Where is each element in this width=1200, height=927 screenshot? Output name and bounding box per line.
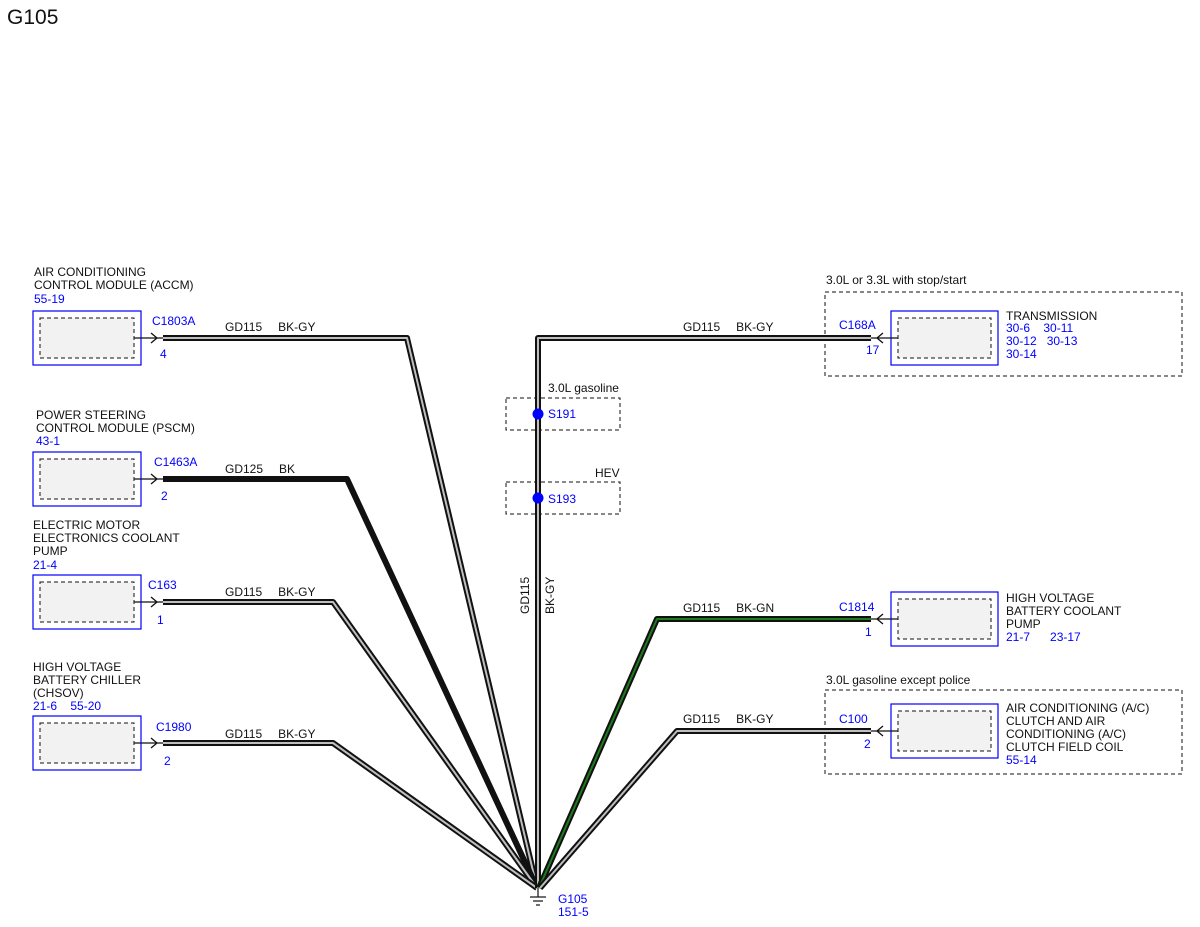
wire-accm — [163, 335, 540, 889]
transmission-pin: 17 — [866, 343, 880, 357]
emecp-ref: 21-4 — [33, 558, 58, 572]
wire-trunk-transmission — [535, 335, 871, 888]
accm-wire-color: BK-GY — [278, 320, 316, 334]
splice-s191-dot — [532, 408, 544, 420]
emecp-component-box — [32, 574, 163, 630]
chsov-pin: 2 — [164, 754, 171, 768]
pscm-wire-label: GD125 BK — [225, 462, 295, 476]
emecp-label: ELECTRIC MOTOR ELECTRONICS COOLANT PUMP — [33, 518, 180, 558]
hvbcp-label: HIGH VOLTAGE BATTERY COOLANT PUMP — [1006, 591, 1122, 631]
chsov-wire-circuit: GD115 — [225, 727, 263, 741]
pscm-connector: C1463A — [154, 455, 198, 469]
transmission-label: TRANSMISSION — [1006, 309, 1098, 323]
hvbcp-ref: 21-7 23-17 — [1006, 630, 1081, 644]
ground-icon — [530, 888, 546, 906]
pscm-label: POWER STEERING CONTROL MODULE (PSCM) — [36, 408, 195, 435]
wire-hvbcp — [536, 616, 871, 890]
s191-condition: 3.0L gasoline — [548, 381, 619, 395]
ac-clutch-wire-label: GD115 BK-GY — [683, 712, 773, 726]
emecp-wire-color: BK-GY — [278, 585, 316, 599]
ac-clutch-wire-circuit: GD115 — [683, 712, 721, 726]
transmission-ref: 30-6 30-11 30-12 30-13 30-14 — [1006, 321, 1078, 361]
transmission-wire-color: BK-GY — [736, 320, 774, 334]
emecp-wire-label: GD115 BK-GY — [225, 585, 315, 599]
ac-clutch-ref: 55-14 — [1006, 753, 1037, 767]
chsov-ref: 21-6 55-20 — [33, 699, 102, 713]
wire-ac-clutch — [537, 728, 871, 890]
transmission-wire-label: GD115 BK-GY — [683, 320, 773, 334]
s193-option-box — [505, 481, 621, 515]
pscm-component-box — [32, 451, 163, 507]
accm-ref: 55-19 — [34, 292, 65, 306]
hvbcp-wire-color: BK-GN — [736, 601, 775, 615]
pscm-ref: 43-1 — [36, 434, 61, 448]
ac-clutch-condition: 3.0L gasoline except police — [826, 673, 971, 687]
hvbcp-component-box — [871, 591, 999, 647]
transmission-component-box — [871, 310, 999, 366]
transmission-connector: C168A — [839, 318, 876, 332]
ac-clutch-wire-color: BK-GY — [736, 712, 774, 726]
hvbcp-pin: 1 — [865, 625, 872, 639]
splice-s193-dot — [532, 492, 544, 504]
hvbcp-wire-circuit: GD115 — [683, 601, 721, 615]
hvbcp-connector: C1814 — [839, 600, 875, 614]
emecp-connector: C163 — [148, 578, 177, 592]
accm-connector: C1803A — [152, 314, 196, 328]
accm-label: AIR CONDITIONING CONTROL MODULE (ACCM) — [34, 265, 194, 292]
s191-label: S191 — [548, 407, 577, 421]
pscm-pin: 2 — [161, 489, 168, 503]
ac-clutch-connector: C100 — [839, 712, 868, 726]
chsov-wire-label: GD115 BK-GY — [225, 727, 315, 741]
ac-clutch-pin: 2 — [864, 737, 871, 751]
wire-pscm — [163, 476, 540, 890]
trunk-wire-circuit: GD115 — [518, 576, 532, 614]
s191-option-box — [505, 397, 621, 431]
s193-label: S193 — [548, 492, 577, 506]
hvbcp-wire-label: GD115 BK-GN — [683, 601, 774, 615]
transmission-wire-circuit: GD115 — [683, 320, 721, 334]
wire-chsov — [163, 740, 539, 891]
ground-ref: 151-5 — [558, 905, 589, 919]
accm-component-box — [32, 310, 163, 366]
chsov-connector: C1980 — [156, 720, 192, 734]
emecp-pin: 1 — [157, 613, 164, 627]
accm-wire-circuit: GD115 — [225, 320, 263, 334]
ground-id: G105 — [558, 892, 588, 906]
page-title: G105 — [7, 6, 59, 29]
wire-emecp — [163, 599, 540, 890]
ac-clutch-component-box — [871, 703, 999, 759]
transmission-condition: 3.0L or 3.3L with stop/start — [826, 273, 967, 287]
chsov-wire-color: BK-GY — [278, 727, 316, 741]
pscm-wire-color: BK — [279, 462, 296, 476]
pscm-wire-circuit: GD125 — [225, 462, 264, 476]
ac-clutch-label: AIR CONDITIONING (A/C) CLUTCH AND AIR CO… — [1006, 701, 1150, 754]
accm-wire-label: GD115 BK-GY — [225, 320, 315, 334]
chsov-label: HIGH VOLTAGE BATTERY CHILLER (CHSOV) — [33, 660, 142, 700]
accm-pin: 4 — [160, 347, 167, 361]
emecp-wire-circuit: GD115 — [225, 585, 263, 599]
s193-condition: HEV — [595, 466, 620, 480]
chsov-component-box — [32, 715, 163, 771]
transmission-option-box — [824, 291, 1183, 377]
trunk-wire-color: BK-GY — [543, 576, 557, 614]
